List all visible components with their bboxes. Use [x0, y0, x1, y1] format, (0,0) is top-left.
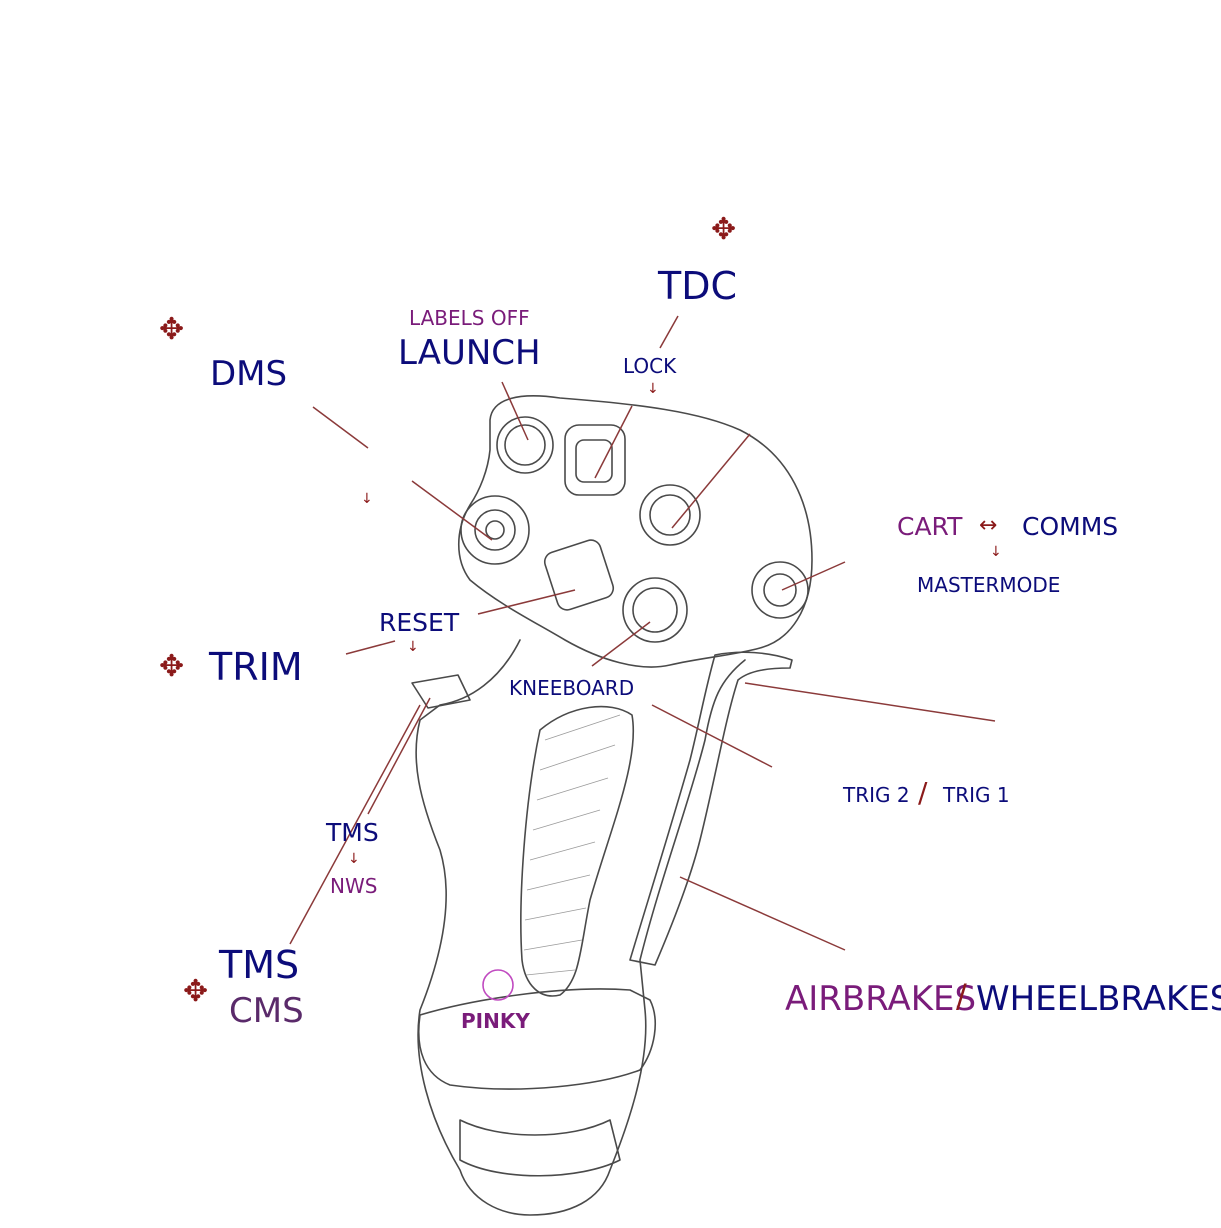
leader-upper-hat [671, 433, 751, 529]
leader-dms [312, 406, 369, 449]
grip-panel-outline [520, 705, 635, 997]
leader-lock [594, 405, 633, 479]
label-pinky: PINKY [461, 1009, 530, 1033]
label-tdc: TDC [658, 264, 738, 308]
upper-right-hat-shape [639, 484, 701, 546]
leader-reset [477, 589, 576, 615]
trigger-lever-outline [629, 651, 793, 966]
label-comms: COMMS [1022, 512, 1119, 541]
label-nws: NWS [330, 874, 378, 898]
dms-hat-shape [460, 495, 530, 565]
leader-tms-large [289, 704, 421, 945]
grip-body-outline [415, 639, 746, 1216]
trim-wheel-shape [543, 539, 615, 611]
label-trim: TRIM [209, 645, 303, 689]
tms-four-way-icon: ✥ [183, 974, 209, 1009]
label-launch: LAUNCH [398, 333, 541, 373]
label-labels-off: LABELS OFF [409, 306, 530, 330]
trim-four-way-icon: ✥ [159, 649, 185, 684]
left-right-arrow-icon: ↔ [979, 513, 998, 538]
label-dms: DMS [210, 354, 288, 394]
label-tms-small: TMS [326, 818, 379, 847]
tdc-four-way-icon: ✥ [711, 212, 737, 247]
label-cart: CART [897, 512, 963, 541]
label-trig1: TRIG 1 [943, 783, 1010, 807]
leader-tdc [659, 315, 679, 349]
label-cms: CMS [229, 991, 304, 1031]
label-trig2: TRIG 2 [843, 783, 910, 807]
leader-airbrakes [679, 876, 846, 951]
dms-four-way-icon: ✥ [159, 312, 185, 347]
grip-head-outline [457, 395, 813, 668]
label-wheelbrakes: WHEELBRAKES [976, 979, 1221, 1019]
brake-separator: / [956, 977, 967, 1015]
label-kneeboard: KNEEBOARD [509, 676, 635, 700]
leader-cart [781, 561, 846, 591]
cart-hat-shape [751, 561, 809, 619]
label-tms-large: TMS [219, 943, 300, 987]
lock-down-arrow-icon: ↓ [647, 381, 659, 397]
trig-separator: / [918, 776, 928, 809]
side-hat-outline [411, 674, 471, 709]
leader-lines [289, 315, 996, 951]
leader-tms-small [367, 697, 431, 815]
palm-rest-outline [418, 988, 656, 1090]
tdc-button-shape [564, 424, 626, 496]
mastermode-down-arrow-icon: ↓ [990, 544, 1002, 560]
reset-down-arrow-icon: ↓ [407, 639, 419, 655]
label-mastermode: MASTERMODE [917, 573, 1061, 597]
grip-texture [523, 714, 621, 976]
leader-launch [501, 381, 529, 441]
kneeboard-button-shape [622, 577, 688, 643]
leader-dms-hat [411, 480, 493, 541]
leader-trig2 [651, 704, 773, 768]
dms-down-arrow-icon: ↓ [361, 491, 373, 507]
leader-kneeboard [591, 621, 651, 667]
label-airbrakes: AIRBRAKES [785, 979, 977, 1019]
leader-trim [345, 640, 396, 655]
leader-trig1 [744, 682, 996, 722]
launch-button-shape [496, 416, 554, 474]
label-lock: LOCK [623, 354, 677, 378]
base-collar-outline [459, 1119, 621, 1177]
pinky-button-shape [482, 969, 514, 1001]
label-reset: RESET [379, 608, 460, 637]
nws-down-arrow-icon: ↓ [348, 851, 360, 867]
